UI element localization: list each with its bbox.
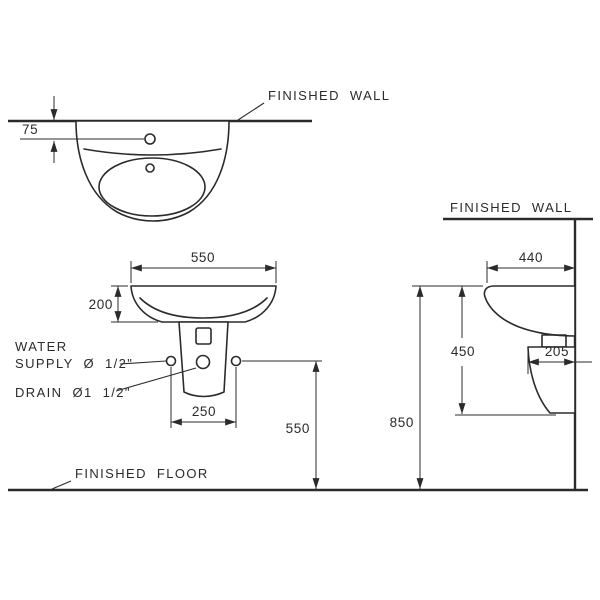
water-supply-hole-left [165, 355, 177, 367]
dim-450-side-height: 450 [451, 286, 556, 416]
dim-440-value: 440 [519, 250, 543, 265]
finished-wall-top-leader [237, 102, 265, 121]
dim-850-value: 850 [390, 415, 414, 430]
dim-550w-value: 550 [191, 250, 215, 265]
finished-floor-leader [51, 480, 72, 490]
drain-hole-front [195, 354, 211, 370]
overflow-box-front [195, 327, 212, 345]
basin-side-outline [483, 285, 576, 337]
dim-75-value: 75 [22, 122, 38, 137]
drain-label: DRAIN Ø1 1/2" [15, 385, 131, 400]
dim-450-value: 450 [451, 344, 475, 359]
dim-205-trap-depth: 205 [527, 344, 592, 374]
pedestal-front-outline [178, 321, 229, 398]
plan-view: FINISHED WALL 75 [8, 88, 390, 222]
basin-plan-deck-line [83, 148, 222, 156]
dim-250-supply-spacing: 250 [170, 367, 237, 428]
dim-200-basin-height: 200 [89, 285, 158, 323]
floor: FINISHED FLOOR [8, 466, 588, 492]
faucet-hole [144, 133, 156, 145]
drain-callout: DRAIN Ø1 1/2" [15, 367, 197, 400]
overflow-hole [145, 163, 155, 173]
water-supply-leader [119, 360, 167, 365]
finished-wall-side-label: FINISHED WALL [450, 200, 572, 215]
dim-850-rim-height: 850 [390, 285, 483, 489]
basin-front-inner-contour [139, 297, 268, 319]
dim-550v-value: 550 [286, 421, 310, 436]
dim-205-value: 205 [545, 344, 569, 359]
water-supply-label-line2: SUPPLY Ø 1/2" [15, 356, 133, 371]
side-view: FINISHED WALL 440 450 205 850 [390, 200, 593, 490]
dim-200-value: 200 [89, 297, 113, 312]
dim-440-basin-depth: 440 [486, 250, 575, 283]
drain-leader [115, 367, 197, 392]
water-supply-label-line1: WATER [15, 339, 68, 354]
water-supply-hole-right [230, 355, 242, 367]
dim-550-supply-height: 550 [242, 360, 322, 489]
dim-75-faucet-to-wall: 75 [20, 96, 144, 163]
finished-wall-top-label: FINISHED WALL [268, 88, 390, 103]
dim-250-value: 250 [192, 404, 216, 419]
basin-front-outline [130, 285, 277, 323]
dim-550-basin-width: 550 [130, 250, 277, 283]
front-view: 550 200 WATER SUPPLY Ø 1/2" DRAIN Ø1 1/2… [15, 250, 322, 489]
basin-plan-bowl [98, 157, 206, 217]
finished-floor-label: FINISHED FLOOR [75, 466, 209, 481]
water-supply-callout: WATER SUPPLY Ø 1/2" [15, 339, 167, 371]
